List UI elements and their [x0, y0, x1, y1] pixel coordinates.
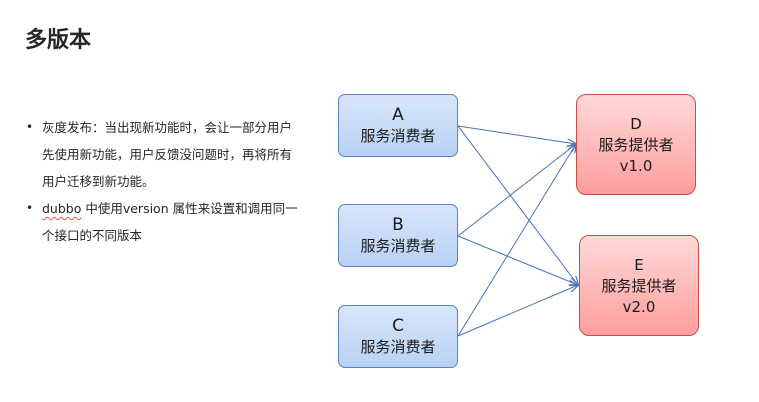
bullet-list: • 灰度发布：当出现新功能时，会让一部分用户先使用新功能，用户反馈没问题时，再将…	[24, 114, 304, 249]
node-version: v1.0	[619, 156, 653, 175]
node-version: v2.0	[622, 297, 656, 316]
bullet-text: 灰度发布：当出现新功能时，会让一部分用户先使用新功能，用户反馈没问题时，再将所有…	[42, 120, 293, 189]
node-role: 服务提供者	[601, 276, 677, 295]
node-label: A	[392, 105, 404, 125]
bullet-item: • 灰度发布：当出现新功能时，会让一部分用户先使用新功能，用户反馈没问题时，再将…	[24, 114, 304, 195]
bullet-text: 中使用version 属性来设置和调用同一个接口的不同版本	[42, 201, 298, 243]
node-role: 服务提供者	[598, 135, 674, 154]
arrow-a-to-e	[457, 125, 578, 285]
node-role: 服务消费者	[360, 127, 436, 145]
node-role: 服务消费者	[360, 338, 436, 356]
arrow-b-to-d	[457, 144, 576, 237]
bullet-dot-icon: •	[26, 201, 34, 215]
consumer-node-a: A 服务消费者	[338, 94, 458, 157]
arrow-c-to-e	[457, 285, 578, 337]
node-label: E	[634, 255, 644, 274]
dubbo-term: dubbo	[42, 201, 82, 216]
bullet-dot-icon: •	[26, 120, 34, 134]
provider-node-d: D 服务提供者 v1.0	[576, 94, 696, 195]
arrow-a-to-d	[457, 125, 576, 144]
consumer-node-b: B 服务消费者	[338, 204, 458, 267]
node-label: D	[630, 114, 642, 133]
arrow-b-to-e	[457, 235, 578, 285]
node-label: B	[392, 215, 404, 235]
consumer-node-c: C 服务消费者	[338, 305, 458, 368]
page-title: 多版本	[25, 28, 92, 53]
node-role: 服务消费者	[360, 237, 436, 255]
provider-node-e: E 服务提供者 v2.0	[579, 235, 699, 336]
bullet-item: • dubbo 中使用version 属性来设置和调用同一个接口的不同版本	[24, 195, 304, 249]
arrow-c-to-d	[457, 144, 576, 337]
node-label: C	[392, 316, 404, 336]
